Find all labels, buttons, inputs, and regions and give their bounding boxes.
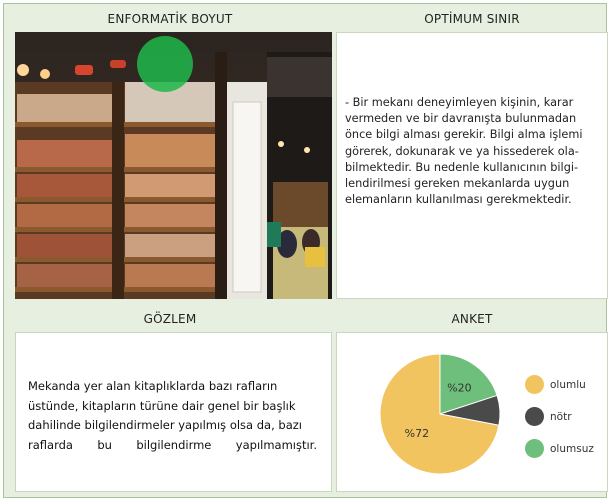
text-line: - Bir mekanı deneyimleyen kişinin, karar <box>345 96 574 109</box>
pie-chart: %20 %72 <box>379 353 501 475</box>
text-line: elemanların kullanılması gerekmektedir. <box>345 193 572 207</box>
panel-title-optimum: OPTİMUM SINIR <box>424 12 520 26</box>
pie-data-label: %72 <box>405 427 429 440</box>
optimum-text: - Bir mekanı deneyimleyen kişinin, karar… <box>345 95 599 208</box>
panel-enformatik-boyut: ENFORMATİK BOYUT <box>4 4 336 300</box>
pie-data-label: %20 <box>447 381 471 394</box>
panel-title-anket: ANKET <box>451 312 493 326</box>
text-line: üstünde, kitapların türüne dair genel bi… <box>28 398 296 413</box>
legend-item-notr: nötr <box>525 407 572 426</box>
gozlem-text: Mekanda yer alan kitaplıklarda bazı rafl… <box>28 377 317 455</box>
text-line: bilmektedir. Bu nedenle kullanıcının bil… <box>345 160 579 174</box>
legend-swatch-notr <box>525 407 544 426</box>
legend-label-olumlu: olumlu <box>550 378 586 391</box>
legend-swatch-olumsuz <box>525 439 544 458</box>
pie-slice-olumlu <box>379 353 500 475</box>
text-line: Mekanda yer alan kitaplıklarda bazı rafl… <box>28 379 278 393</box>
panel-anket: ANKET %20 %72 olumlu nötr olumsuz <box>336 304 608 499</box>
gozlem-text-box: Mekanda yer alan kitaplıklarda bazı rafl… <box>15 332 332 492</box>
text-line: vermeden ve bir davranışta bulunmadan <box>345 112 577 126</box>
library-photo-illustration <box>15 32 332 299</box>
library-photo <box>15 32 332 299</box>
text-line: dahilinde bilgilendirmeler yapılmış olsa… <box>28 418 302 433</box>
legend-label-olumsuz: olumsuz <box>550 442 594 455</box>
text-line: görerek, dokunarak ve ya hissederek ola- <box>345 144 579 158</box>
optimum-text-box: - Bir mekanı deneyimleyen kişinin, karar… <box>336 32 608 299</box>
text-line: önce bilgi alması gerekir. Bilgi alma iş… <box>345 128 583 142</box>
pie-slice-olumsuz <box>439 353 498 415</box>
panel-title-enformatik: ENFORMATİK BOYUT <box>107 12 233 26</box>
legend-item-olumlu: olumlu <box>525 375 586 394</box>
anket-chart-box: %20 %72 olumlu nötr olumsuz <box>336 332 608 492</box>
poster-frame: ENFORMATİK BOYUT <box>3 3 608 499</box>
legend-item-olumsuz: olumsuz <box>525 439 594 458</box>
panel-optimum-sinir: OPTİMUM SINIR - Bir mekanı deneyimleyen … <box>336 4 608 300</box>
legend-label-notr: nötr <box>550 410 572 423</box>
legend-swatch-olumlu <box>525 375 544 394</box>
panel-title-gozlem: GÖZLEM <box>143 312 197 326</box>
highlight-circle <box>137 36 193 92</box>
text-line: raflarda bu bilgilendirme yapılmamıştır. <box>28 437 317 452</box>
text-line: lendirilmesi gereken mekanlarda uygun <box>345 177 570 191</box>
panel-gozlem: GÖZLEM Mekanda yer alan kitaplıklarda ba… <box>4 304 336 499</box>
